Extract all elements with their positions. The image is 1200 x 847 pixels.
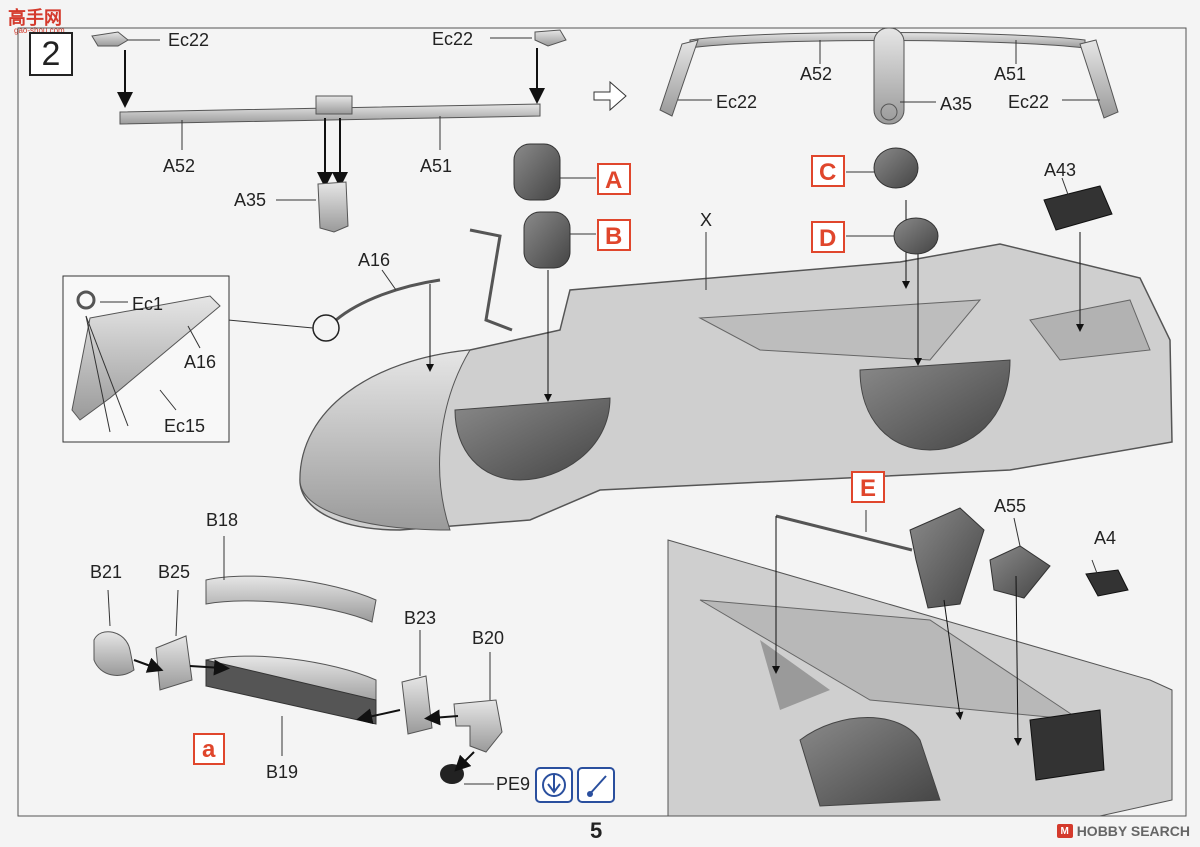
- callout-small-a-text: a: [202, 736, 216, 763]
- label-a55: A55: [994, 496, 1026, 516]
- press-fit-icon: [535, 767, 573, 803]
- callout-box-small-a: a: [193, 733, 225, 765]
- label-a16-inset: A16: [184, 352, 216, 372]
- label-b20: B20: [472, 628, 504, 648]
- glue-icon: [577, 767, 615, 803]
- label-ec1: Ec1: [132, 294, 163, 314]
- callout-box-d: D: [811, 221, 845, 253]
- page-number: 5: [590, 818, 603, 843]
- callout-d-text: D: [819, 225, 836, 252]
- label-a35-right: A35: [940, 94, 972, 114]
- hull-assembly: [299, 200, 1173, 531]
- hobby-search-logo: M: [1056, 824, 1073, 838]
- label-b25: B25: [158, 562, 190, 582]
- label-b18: B18: [206, 510, 238, 530]
- detail-e-view: [667, 507, 1173, 817]
- label-a51-right: A51: [994, 64, 1026, 84]
- periscope-parts: [469, 143, 939, 332]
- site-watermark: 高手网 gao-shou.com: [4, 2, 84, 38]
- label-a35-left: A35: [234, 190, 266, 210]
- label-a52-right: A52: [800, 64, 832, 84]
- label-a16: A16: [358, 250, 390, 270]
- part-a43: [1043, 185, 1113, 231]
- page-frame: [17, 27, 1187, 817]
- step-number-box: 2: [29, 32, 73, 76]
- label-ec22-left: Ec22: [168, 30, 209, 50]
- label-a51-left: A51: [420, 156, 452, 176]
- callout-a-text: A: [605, 167, 622, 194]
- part-ec22-left: [91, 31, 129, 47]
- inset-detail-box: [62, 275, 230, 443]
- part-ec22-right: [534, 29, 567, 47]
- exhaust-assembly: [93, 536, 503, 785]
- callout-box-c: C: [811, 155, 845, 187]
- label-a4: A4: [1094, 528, 1116, 548]
- label-b19: B19: [266, 762, 298, 782]
- callout-box-b: B: [597, 219, 631, 251]
- label-pe9: PE9: [496, 774, 530, 794]
- label-ec22-right-a: Ec22: [716, 92, 757, 112]
- watermark-url: gao-shou.com: [14, 26, 65, 35]
- callout-c-text: C: [819, 159, 836, 186]
- detail-circle: [312, 314, 340, 342]
- label-a52-left: A52: [163, 156, 195, 176]
- callout-box-a: A: [597, 163, 631, 195]
- label-b23: B23: [404, 608, 436, 628]
- label-b21: B21: [90, 562, 122, 582]
- next-arrow-icon: [593, 80, 627, 112]
- callout-b-text: B: [605, 223, 622, 250]
- part-a35: [317, 181, 349, 233]
- callout-box-e: E: [851, 471, 885, 503]
- hobby-search-text: HOBBY SEARCH: [1076, 823, 1190, 839]
- linkage-assembly-exploded: [91, 29, 567, 233]
- label-x: X: [700, 210, 712, 230]
- hobby-search-brand: M HOBBY SEARCH: [1056, 823, 1190, 839]
- label-ec22-right: Ec22: [432, 29, 473, 49]
- callout-e-text: E: [860, 475, 876, 502]
- label-a43: A43: [1044, 160, 1076, 180]
- part-a16: [335, 278, 441, 322]
- label-ec22-right-b: Ec22: [1008, 92, 1049, 112]
- watermark-title: 高手网: [8, 8, 62, 29]
- label-ec15: Ec15: [164, 416, 205, 436]
- step-number: 2: [41, 34, 61, 73]
- linkage-assembled: [659, 27, 1119, 125]
